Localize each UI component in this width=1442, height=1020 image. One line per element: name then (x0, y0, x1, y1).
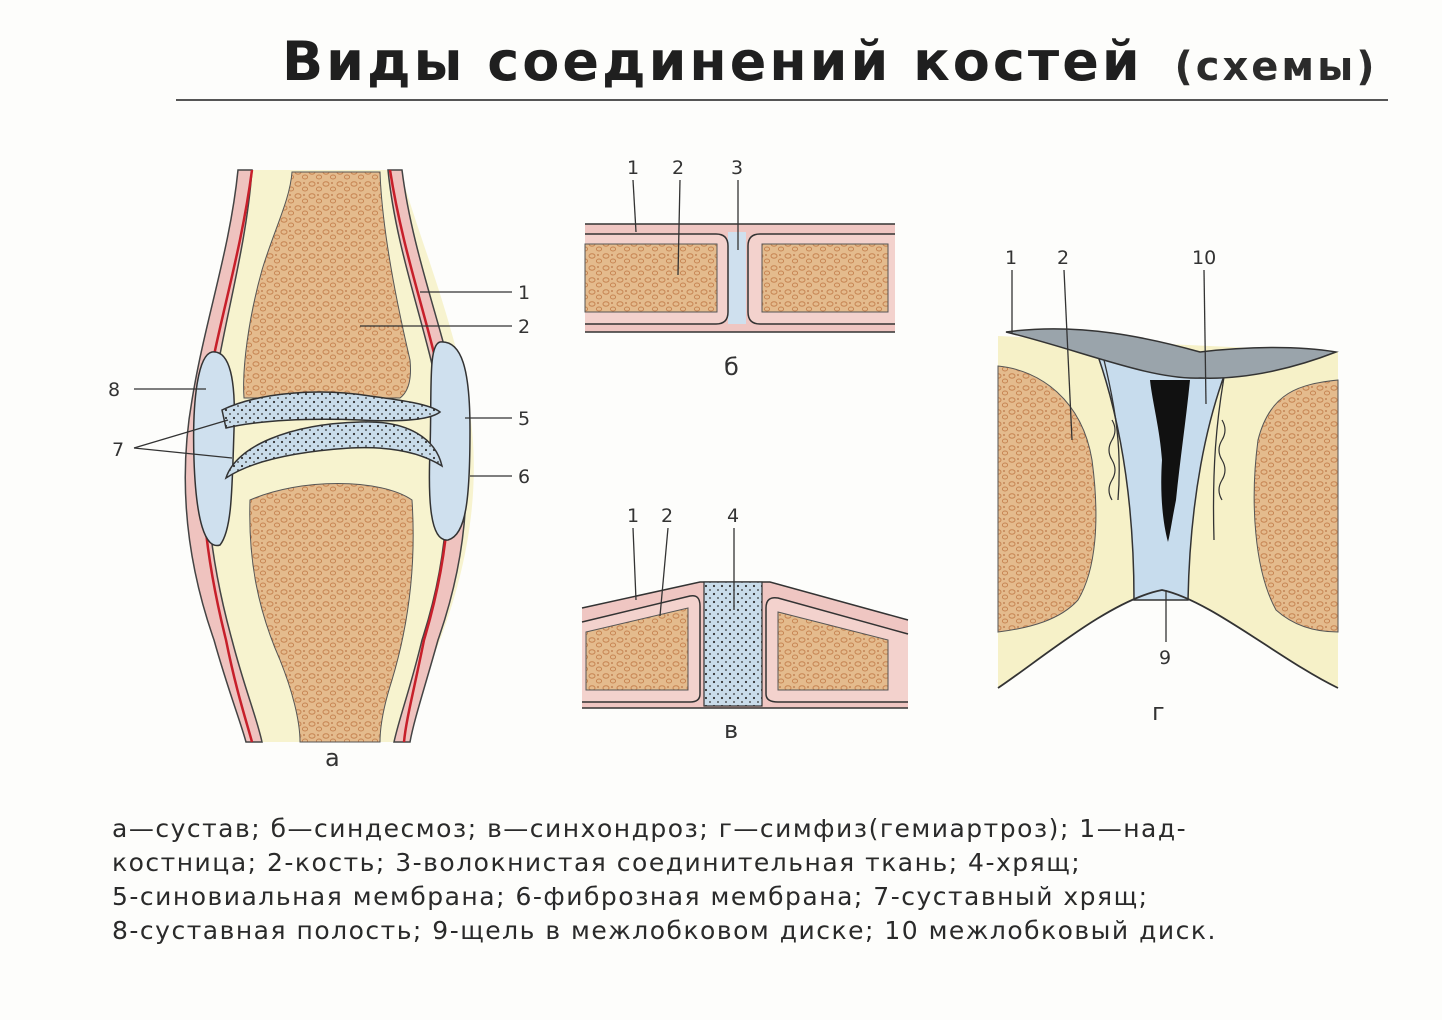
panel-g-superior-ligament (1005, 328, 1339, 379)
panel-g-ligament-right (1212, 365, 1227, 541)
panel-a-caption: а (325, 744, 340, 772)
panel-g-caption: г (1152, 698, 1165, 726)
legend-line-3: 5-синовиальная мембрана; 6-фиброзная мем… (112, 882, 1149, 911)
panel-b-syndesmosis: 1 2 3 б (584, 157, 895, 381)
panel-b-bone-right (761, 243, 889, 313)
panel-g-label-10: 10 (1192, 247, 1216, 269)
panel-v-bone-left (585, 607, 689, 691)
panel-g-wave-right (1218, 419, 1226, 501)
panel-a-synovial-membrane-right (428, 341, 471, 541)
panel-a-joint-cavity-left (192, 351, 236, 547)
panel-a-joint: 1 2 5 6 8 7 а (108, 169, 530, 772)
panel-b-label-3: 3 (731, 157, 743, 179)
panel-v-label-4: 4 (727, 505, 739, 527)
title-underline (176, 99, 1388, 101)
title-main: Виды соединений костей (282, 30, 1143, 93)
panel-v-label-2: 2 (661, 505, 673, 527)
panel-b-label-1: 1 (627, 157, 639, 179)
panel-b-caption: б (724, 353, 739, 381)
panel-a-leader-7b (133, 447, 233, 459)
panel-g-wave-left (1108, 419, 1116, 501)
panel-v-label-1: 1 (627, 505, 639, 527)
panel-a-label-2: 2 (518, 316, 530, 338)
panel-g-label-1: 1 (1005, 247, 1017, 269)
legend-line-2: костница; 2-кость; 3-волокнистая соедини… (112, 848, 1082, 877)
legend: а—сустав; б—синдесмоз; в—синхондроз; г—с… (112, 812, 1402, 948)
panel-g-label-2: 2 (1057, 247, 1069, 269)
panel-v-cartilage (703, 581, 763, 707)
panel-a-label-8: 8 (108, 379, 120, 401)
panel-v-caption: в (724, 716, 738, 744)
panel-a-leader-7a (133, 419, 229, 449)
panel-g-disc-cleft (1150, 380, 1190, 542)
panel-v-bone-right (777, 611, 889, 691)
panel-a-label-5: 5 (518, 408, 530, 430)
panel-b-bone-left (584, 243, 718, 313)
panel-g-symphysis: 1 2 10 9 г (997, 247, 1339, 726)
panel-a-lower-bone (249, 483, 414, 743)
panel-a-label-6: 6 (518, 466, 530, 488)
panel-b-fibrous-tissue (728, 232, 746, 324)
panel-g-bone-right (1253, 379, 1339, 633)
title-sub: (схемы) (1174, 44, 1378, 90)
panel-a-label-1: 1 (518, 282, 530, 304)
panel-g-pubic-arch (997, 589, 1339, 689)
legend-line-1: а—сустав; б—синдесмоз; в—синхондроз; г—с… (112, 814, 1188, 843)
panel-a-label-7: 7 (112, 439, 124, 461)
panel-a-lower-cartilage (224, 421, 444, 480)
legend-line-4: 8-суставная полость; 9-щель в межлобково… (112, 916, 1217, 945)
diagram-title: Виды соединений костей (схемы) (282, 30, 1378, 93)
panel-b-label-2: 2 (672, 157, 684, 179)
panel-a-upper-cartilage (221, 391, 442, 429)
panel-g-label-9: 9 (1159, 647, 1171, 669)
panel-g-ligament-left (1103, 359, 1120, 501)
panel-v-synchondrosis: 1 2 4 в (581, 505, 909, 744)
